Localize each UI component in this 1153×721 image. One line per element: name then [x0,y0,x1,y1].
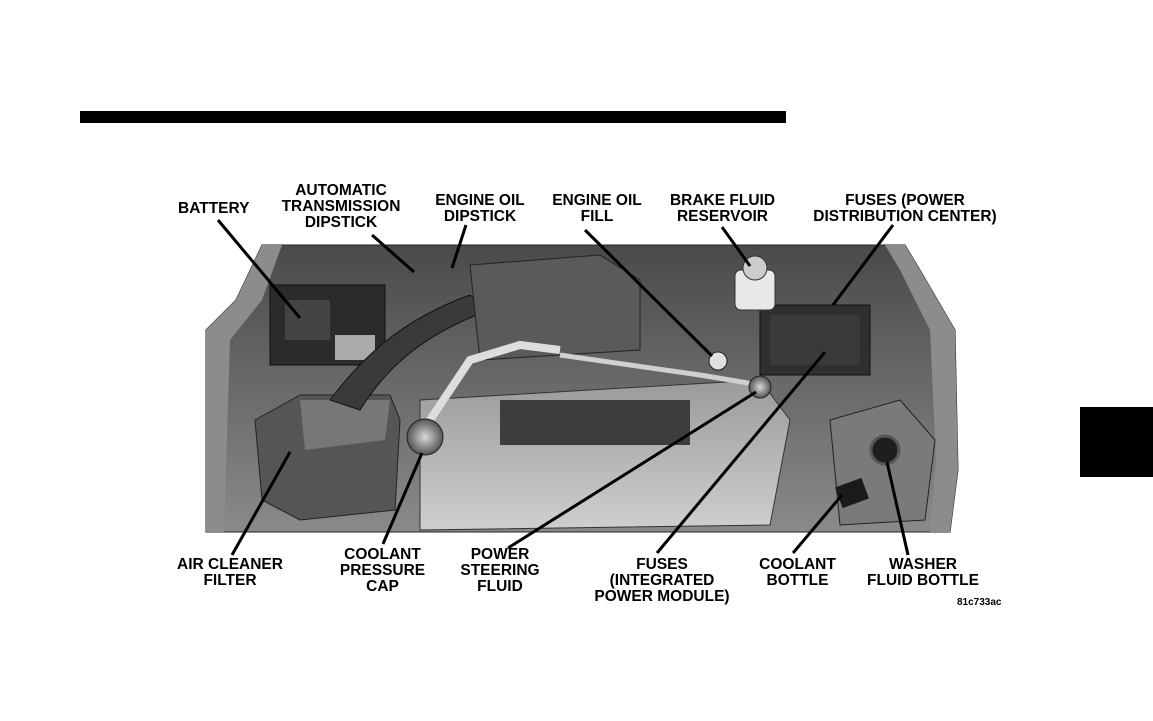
label-power-steering-fluid: POWER STEERING FLUID [450,547,550,595]
coolant-cap-shape [407,419,443,455]
label-washer-fluid-bottle: WASHER FLUID BOTTLE [857,557,989,589]
label-coolant-bottle: COOLANT BOTTLE [750,557,845,589]
label-fuses-integrated-power-module: FUSES (INTEGRATED POWER MODULE) [582,557,742,605]
label-battery: BATTERY [178,201,249,217]
battery-shape [270,285,385,365]
label-coolant-pressure-cap: COOLANT PRESSURE CAP [330,547,435,595]
label-engine-oil-dipstick: ENGINE OIL DIPSTICK [425,193,535,225]
label-engine-oil-fill: ENGINE OIL FILL [542,193,652,225]
label-air-cleaner-filter: AIR CLEANER FILTER [165,557,295,589]
label-brake-fluid-reservoir: BRAKE FLUID RESERVOIR [660,193,785,225]
label-automatic-transmission-dipstick: AUTOMATIC TRANSMISSION DIPSTICK [266,183,416,231]
air-cleaner-box [255,395,400,520]
figure-code: 81c733ac [957,597,1002,608]
label-fuses-power-distribution-center: FUSES (POWER DISTRIBUTION CENTER) [800,193,1010,225]
